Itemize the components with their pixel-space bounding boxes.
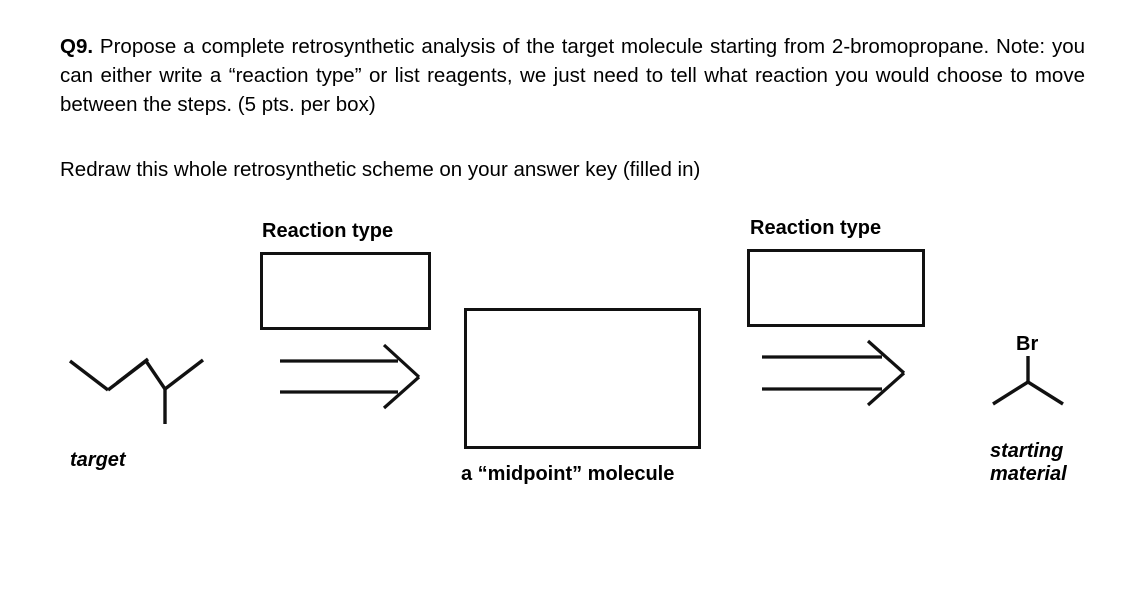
starting-material-caption: starting material xyxy=(990,440,1067,486)
answer-box-reaction-type-1[interactable] xyxy=(260,252,431,330)
reaction-type-label-1: Reaction type xyxy=(262,220,394,242)
question-paragraph: Q9. Propose a complete retrosynthetic an… xyxy=(60,32,1085,119)
midpoint-caption: a “midpoint” molecule xyxy=(461,463,675,485)
question-text: Propose a complete retrosynthetic analys… xyxy=(60,35,1085,116)
answer-box-reaction-type-2[interactable] xyxy=(747,249,925,327)
target-molecule-structure xyxy=(68,357,205,424)
bromine-atom-label: Br xyxy=(1016,333,1039,355)
retrosynthetic-arrow-2 xyxy=(762,339,906,407)
starting-material-structure xyxy=(992,356,1064,406)
starting-material-caption-line1: starting xyxy=(990,440,1064,462)
target-caption: target xyxy=(70,449,126,471)
subinstruction-text: Redraw this whole retrosynthetic scheme … xyxy=(60,158,701,181)
reaction-type-label-2: Reaction type xyxy=(750,217,882,239)
question-number: Q9. xyxy=(60,35,94,58)
starting-material-caption-line2: material xyxy=(990,463,1067,485)
answer-box-midpoint-molecule[interactable] xyxy=(464,308,701,449)
retrosynthetic-arrow-1 xyxy=(280,343,421,410)
